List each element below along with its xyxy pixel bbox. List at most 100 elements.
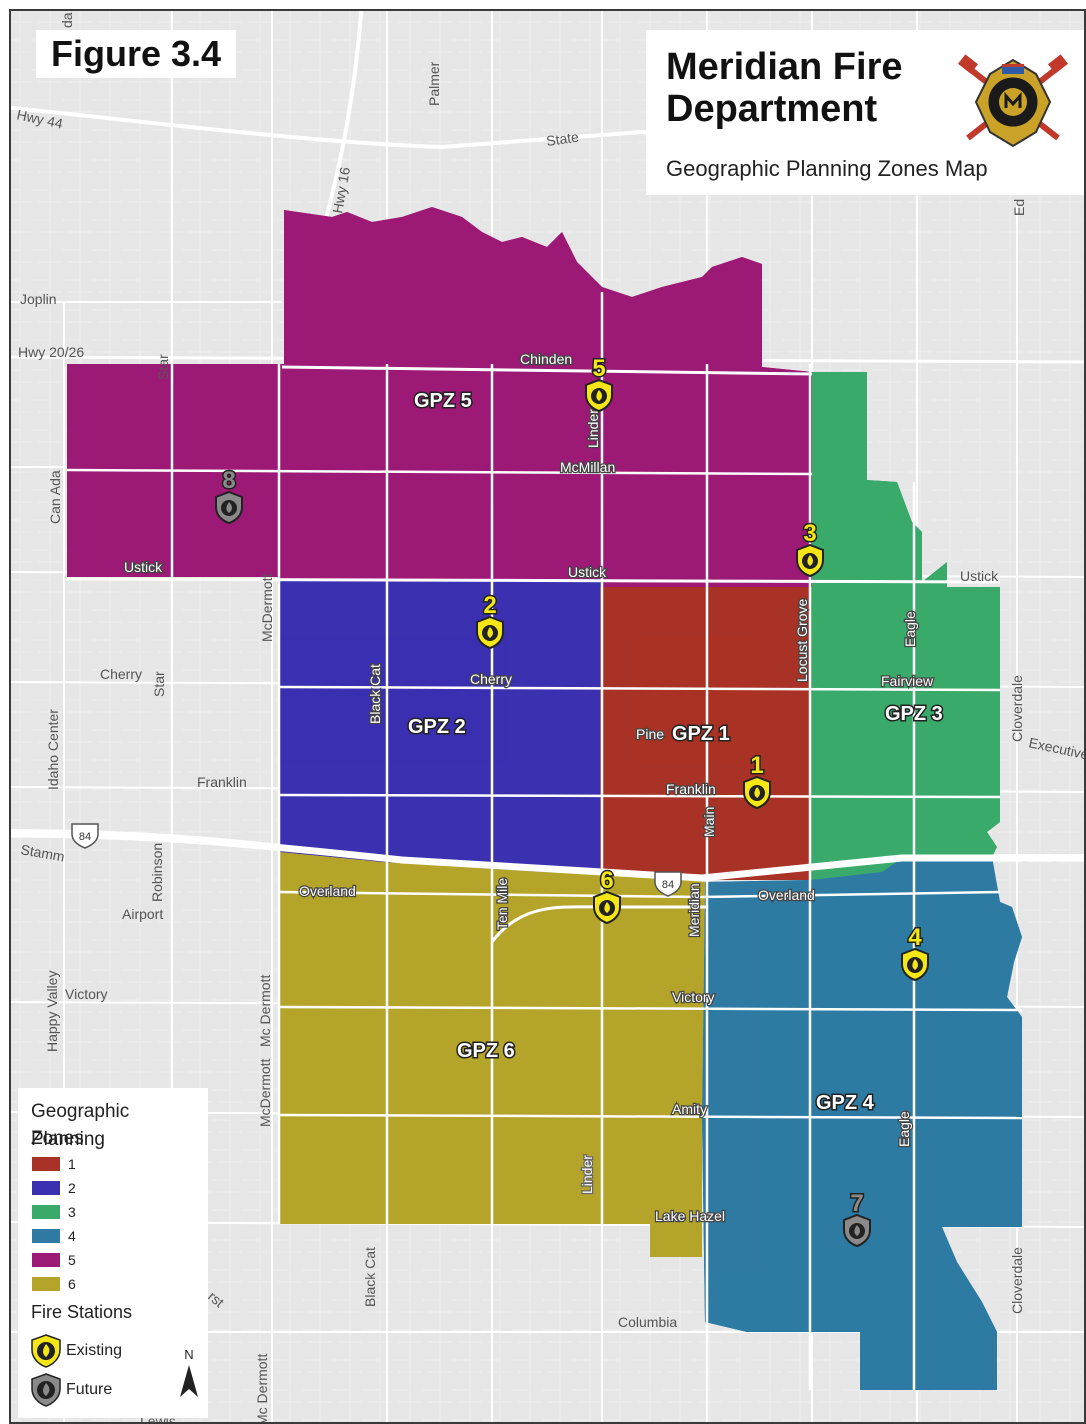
legend-label-zone-1: 1 bbox=[68, 1156, 76, 1172]
legend-stations-title: Fire Stations bbox=[31, 1302, 133, 1322]
zone-label-gpz4: GPZ 4 bbox=[816, 1092, 875, 1114]
legend-zone-3: 3 bbox=[32, 1201, 76, 1223]
road-label-victory: Victory bbox=[65, 986, 108, 1002]
street-label-ustick: Ustick bbox=[568, 564, 607, 580]
zone-roads bbox=[11, 292, 1084, 1390]
street-label-pine: Pine bbox=[636, 726, 664, 742]
zone-label-gpz2: GPZ 2 bbox=[408, 716, 466, 738]
swatch-zone-6 bbox=[32, 1277, 60, 1291]
interstate-number-2: 84 bbox=[662, 879, 674, 891]
road-label-ustick: Ustick bbox=[960, 568, 999, 584]
station-3: 3 bbox=[796, 519, 824, 578]
road-label-mcdermott: McDermott bbox=[259, 573, 275, 642]
legend-existing-label: Existing bbox=[66, 1342, 123, 1359]
legend-zone-5: 5 bbox=[32, 1249, 76, 1271]
street-label-chinden: Chinden bbox=[520, 351, 572, 367]
legend-zone-4: 4 bbox=[32, 1225, 76, 1247]
street-label-amity: Amity bbox=[672, 1101, 707, 1117]
station-6: 6 bbox=[593, 866, 621, 925]
station-number-5: 5 bbox=[592, 355, 605, 382]
road-label-can-ada: Can Ada bbox=[47, 470, 63, 524]
road-label-cloverdale: Cloverdale bbox=[1009, 1247, 1025, 1314]
swatch-zone-4 bbox=[32, 1229, 60, 1243]
interstate-shield-icon: 84 bbox=[71, 823, 99, 849]
station-number-4: 4 bbox=[908, 924, 922, 951]
street-label-fairview: Fairview bbox=[881, 673, 934, 689]
zone-label-gpz6: GPZ 6 bbox=[457, 1040, 515, 1062]
legend-zone-1: 1 bbox=[32, 1153, 76, 1175]
road-label-state: State bbox=[545, 129, 580, 149]
road-label-da: da bbox=[59, 12, 75, 28]
road-label-mc-dermott-2: Mc Dermott bbox=[254, 1354, 270, 1424]
road-label-cherry: Cherry bbox=[100, 666, 142, 682]
legend-zones-title: Geographic Planning bbox=[31, 1101, 130, 1150]
road-label-rst: rst bbox=[205, 1288, 227, 1310]
road-label-star: Star bbox=[155, 354, 171, 380]
road-label-black-cat: Black Cat bbox=[362, 1247, 378, 1307]
station-number-2: 2 bbox=[483, 592, 496, 619]
road-label-palmer: Palmer bbox=[426, 61, 442, 106]
street-label-linder-south: Linder bbox=[579, 1155, 595, 1194]
road-label-hwy44: Hwy 44 bbox=[15, 106, 64, 131]
road-label-executive: Executive bbox=[1027, 734, 1086, 762]
street-label-linder: Linder bbox=[585, 409, 601, 448]
legend-future-label: Future bbox=[66, 1381, 113, 1398]
legend-zone-2: 2 bbox=[32, 1177, 76, 1199]
interstate-shield-icon: 84 bbox=[654, 871, 682, 897]
road-label-columbia: Columbia bbox=[618, 1314, 677, 1330]
station-1: 1 bbox=[743, 751, 771, 810]
street-label-meridian: Meridian bbox=[686, 883, 702, 937]
swatch-zone-3 bbox=[32, 1205, 60, 1219]
fire-department-badge-icon bbox=[958, 54, 1068, 148]
road-label-mc-dermott: Mc Dermott bbox=[257, 975, 273, 1047]
street-label-main: Main bbox=[701, 807, 717, 837]
road-label-hwy16: Hwy 16 bbox=[329, 166, 353, 215]
road-label-robinson: Robinson bbox=[149, 843, 165, 902]
interstate-number: 84 bbox=[79, 831, 91, 843]
street-label-overland-east: Overland bbox=[758, 887, 815, 903]
road-label-cloverdale-2: Cloverdale bbox=[1009, 675, 1025, 742]
legend-label-zone-6: 6 bbox=[68, 1276, 76, 1292]
station-2: 2 bbox=[476, 591, 504, 650]
street-label-mcmillan: McMillan bbox=[560, 459, 615, 475]
road-label-hwy2026: Hwy 20/26 bbox=[18, 344, 84, 360]
figure-label-box: Figure 3.4 bbox=[36, 30, 236, 78]
street-label-cherry: Cherry bbox=[470, 671, 512, 687]
station-5: 5 bbox=[585, 354, 613, 413]
road-label-joplin: Joplin bbox=[20, 291, 57, 307]
street-label-overland-west: Overland bbox=[299, 883, 356, 899]
station-number-6: 6 bbox=[600, 867, 613, 894]
street-label-eagle-south: Eagle bbox=[896, 1111, 912, 1147]
station-number-8: 8 bbox=[222, 467, 235, 494]
station-4: 4 bbox=[901, 923, 929, 982]
road-label-ed: Ed bbox=[1011, 199, 1027, 216]
legend-label-zone-4: 4 bbox=[68, 1228, 76, 1244]
street-label-victory: Victory bbox=[672, 989, 715, 1005]
road-label-franklin: Franklin bbox=[197, 774, 247, 790]
swatch-zone-2 bbox=[32, 1181, 60, 1195]
north-arrow-icon: N bbox=[180, 1347, 198, 1397]
figure-label: Figure 3.4 bbox=[50, 33, 222, 74]
shield-flame-icon bbox=[31, 1334, 61, 1368]
street-label-black-cat: Black Cat bbox=[367, 664, 383, 724]
zone-label-gpz1: GPZ 1 bbox=[672, 723, 730, 745]
legend-zone-6: 6 bbox=[32, 1273, 76, 1295]
station-8: 8 bbox=[215, 466, 243, 525]
legend-label-zone-2: 2 bbox=[68, 1180, 76, 1196]
map-labels: Hwy 44 State Palmer Hwy 16 Joplin Hwy 20… bbox=[15, 12, 1086, 1424]
street-label-franklin: Franklin bbox=[666, 781, 716, 797]
legend-label-zone-3: 3 bbox=[68, 1204, 76, 1220]
road-label-star-2: Star bbox=[151, 671, 167, 697]
legend-future: Future bbox=[30, 1373, 112, 1407]
road-label-happy-valley: Happy Valley bbox=[44, 971, 60, 1052]
zone-label-gpz3: GPZ 3 bbox=[885, 703, 943, 725]
street-label-lake-hazel: Lake Hazel bbox=[655, 1208, 725, 1224]
swatch-zone-5 bbox=[32, 1253, 60, 1267]
swatch-zone-1 bbox=[32, 1157, 60, 1171]
map-subtitle: Geographic Planning Zones Map bbox=[666, 156, 988, 181]
zone-label-gpz5: GPZ 5 bbox=[414, 390, 472, 412]
map-title: Meridian Fire Department bbox=[666, 46, 903, 130]
shield-flame-icon bbox=[31, 1373, 61, 1407]
street-label-ustick-west: Ustick bbox=[124, 559, 163, 575]
